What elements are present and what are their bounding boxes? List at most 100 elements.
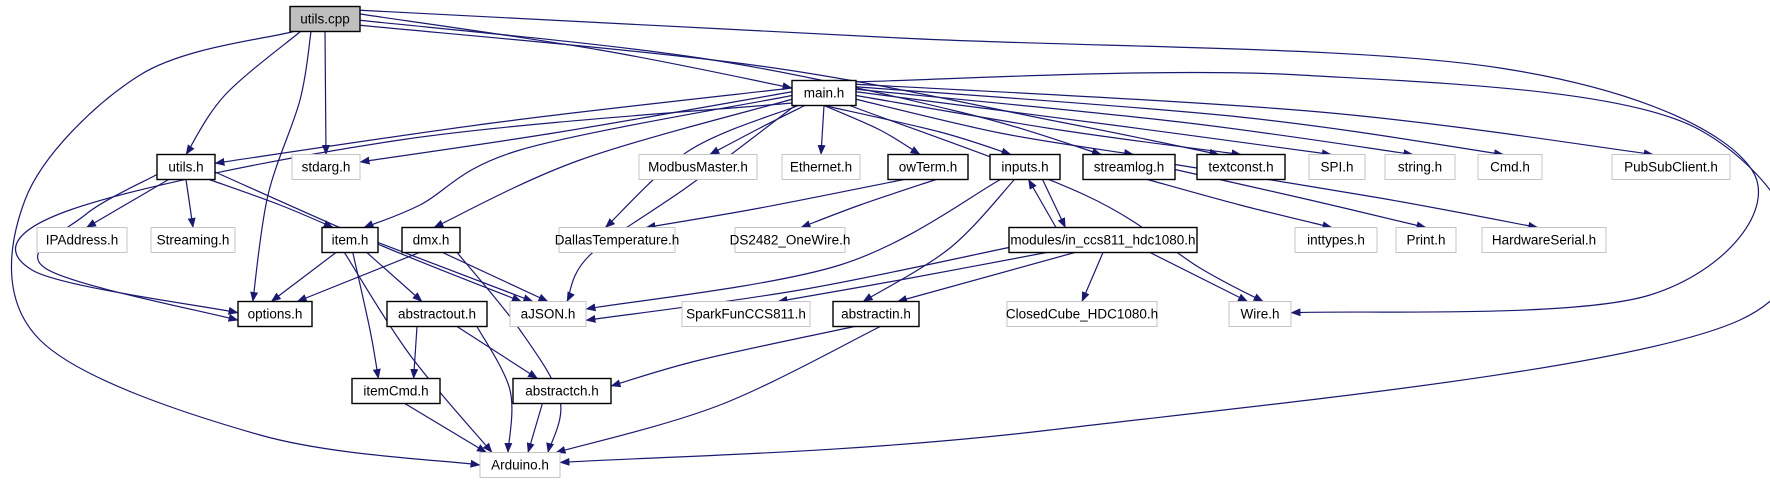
node-box-sparkfunccs811-h [681,301,811,327]
node-box-abstractch-h[interactable] [512,377,612,405]
node-owterm-h[interactable]: owTerm.h [887,153,969,181]
edge-utils_cpp-to-wire_h [359,9,1759,317]
node-wire-h: Wire.h [1228,301,1292,327]
edge-modules_h-to-abstractin_h [897,251,1075,303]
node-label-modules-h: modules/in_ccs811_hdc1080.h [1010,233,1195,248]
node-box-itemcmd-h[interactable] [351,377,441,405]
node-label-inttypes-h: inttypes.h [1307,233,1365,248]
edge-utils_cpp-to-streamlog_h [359,19,1102,156]
node-abstractin-h[interactable]: abstractin.h [832,300,920,328]
node-box-abstractout-h[interactable] [386,300,488,328]
node-streamlog-h[interactable]: streamlog.h [1082,153,1176,181]
node-box-streaming-h [150,227,236,253]
edge-main_h-to-inputs_h [823,104,1012,156]
node-label-utils-h: utils.h [168,160,203,175]
node-abstractout-h[interactable]: abstractout.h [386,300,488,328]
node-pubsubclient-h: PubSubClient.h [1611,154,1731,180]
node-label-abstractch-h: abstractch.h [525,384,599,399]
edge-modules_h-to-closedcube_h [1081,252,1104,302]
node-box-ethernet-h [781,154,861,180]
edge-modules_h-to-wire_h [1149,251,1249,303]
node-label-options-h: options.h [248,307,303,322]
node-box-pubsubclient-h [1611,154,1731,180]
edge-main_h-to-modbusmaster_h [709,104,806,156]
node-stdarg-h: stdarg.h [291,154,361,180]
node-options-h[interactable]: options.h [237,300,313,328]
node-box-abstractin-h[interactable] [832,300,920,328]
edge-main_h-to-utils_h [214,87,793,166]
node-label-modbusmaster-h: ModbusMaster.h [648,160,748,175]
node-label-pubsubclient-h: PubSubClient.h [1624,160,1718,175]
edge-modules_h-to-ajson_h [585,246,1010,323]
node-layer: utils.cpp main.h utils.h stdarg.h ModbusMast… [36,5,1731,478]
node-utils-h[interactable]: utils.h [156,153,216,181]
node-box-utils-cpp[interactable] [289,5,361,33]
node-box-main-h[interactable] [791,79,857,107]
node-label-owterm-h: owTerm.h [899,160,958,175]
node-box-item-h[interactable] [321,226,379,254]
edge-main_h-to-arduino_h [559,71,1770,466]
edge-streamlog_h-to-inttypes_h [1147,178,1333,230]
node-label-ethernet-h: Ethernet.h [790,160,852,175]
edge-item_h-to-arduino_h [343,252,493,453]
edge-abstractout_h-to-arduino_h [476,326,513,453]
node-box-textconst-h[interactable] [1196,153,1286,181]
node-label-ipaddress-h: IPAddress.h [46,233,119,248]
node-item-h[interactable]: item.h [321,226,379,254]
edge-item_h-to-itemcmd_h [352,252,381,379]
node-itemcmd-h[interactable]: itemCmd.h [351,377,441,405]
node-box-modbusmaster-h [638,154,758,180]
node-label-abstractin-h: abstractin.h [841,307,911,322]
edge-item_h-to-options_h [270,252,337,302]
node-label-print-h: Print.h [1406,233,1445,248]
node-label-spi-h: SPI.h [1320,160,1353,175]
edge-main_h-to-streamlog_h [855,98,1135,157]
edge-utils_h-to-ipaddress_h [86,178,169,229]
edge-main_h-to-pubsubclient_h [855,83,1654,158]
node-textconst-h[interactable]: textconst.h [1196,153,1286,181]
node-label-streaming-h: Streaming.h [157,233,230,248]
edge-main_h-to-textconst_h [855,94,1242,158]
node-ipaddress-h: IPAddress.h [36,227,128,253]
node-ds2482-onewire-h: DS2482_OneWire.h [730,227,850,253]
node-modules-h[interactable]: modules/in_ccs811_hdc1080.h [1008,226,1198,254]
node-print-h: Print.h [1395,227,1457,253]
node-box-string-h [1384,154,1456,180]
node-box-dallastemperature-h [558,227,676,253]
node-label-item-h: item.h [332,233,369,248]
node-box-owterm-h[interactable] [887,153,969,181]
node-box-inputs-h[interactable] [989,153,1061,181]
node-dmx-h[interactable]: dmx.h [401,226,461,254]
edge-main_h-to-dallastemperature_h [604,104,799,228]
node-spi-h: SPI.h [1308,154,1366,180]
edge-item_h-to-abstractout_h [366,252,423,302]
edge-main_h-to-dmx_h [433,98,793,229]
node-label-string-h: string.h [1398,160,1442,175]
edge-utils_h-to-streaming_h [185,179,196,228]
node-string-h: string.h [1384,154,1456,180]
node-inputs-h[interactable]: inputs.h [989,153,1061,181]
node-box-streamlog-h[interactable] [1082,153,1176,181]
node-box-modules-h[interactable] [1008,226,1198,254]
node-utils-cpp[interactable]: utils.cpp [289,5,361,33]
node-label-wire-h: Wire.h [1240,307,1279,322]
node-box-options-h[interactable] [237,300,313,328]
node-label-inputs-h: inputs.h [1001,160,1048,175]
edge-utils_cpp-to-stdarg_h [321,31,330,155]
edge-main_h-to-ajson_h [566,105,796,302]
edge-main_h-to-spi_h [855,91,1332,158]
edge-main_h-to-owterm_h [823,104,921,156]
node-box-arduino-h [479,452,561,478]
edge-abstractch_h-to-arduino_h [526,403,543,453]
node-box-dmx-h[interactable] [401,226,461,254]
node-cmd-h: Cmd.h [1477,154,1543,180]
node-box-spi-h [1308,154,1366,180]
node-label-itemcmd-h: itemCmd.h [363,384,428,399]
node-box-hardwareserial-h [1481,227,1607,253]
node-abstractch-h[interactable]: abstractch.h [512,377,612,405]
node-label-arduino-h: Arduino.h [491,458,549,473]
node-box-utils-h[interactable] [156,153,216,181]
edge-main_h-to-options_h [14,102,793,315]
node-label-closedcube-h: ClosedCube_HDC1080.h [1006,307,1158,322]
node-main-h[interactable]: main.h [791,79,857,107]
